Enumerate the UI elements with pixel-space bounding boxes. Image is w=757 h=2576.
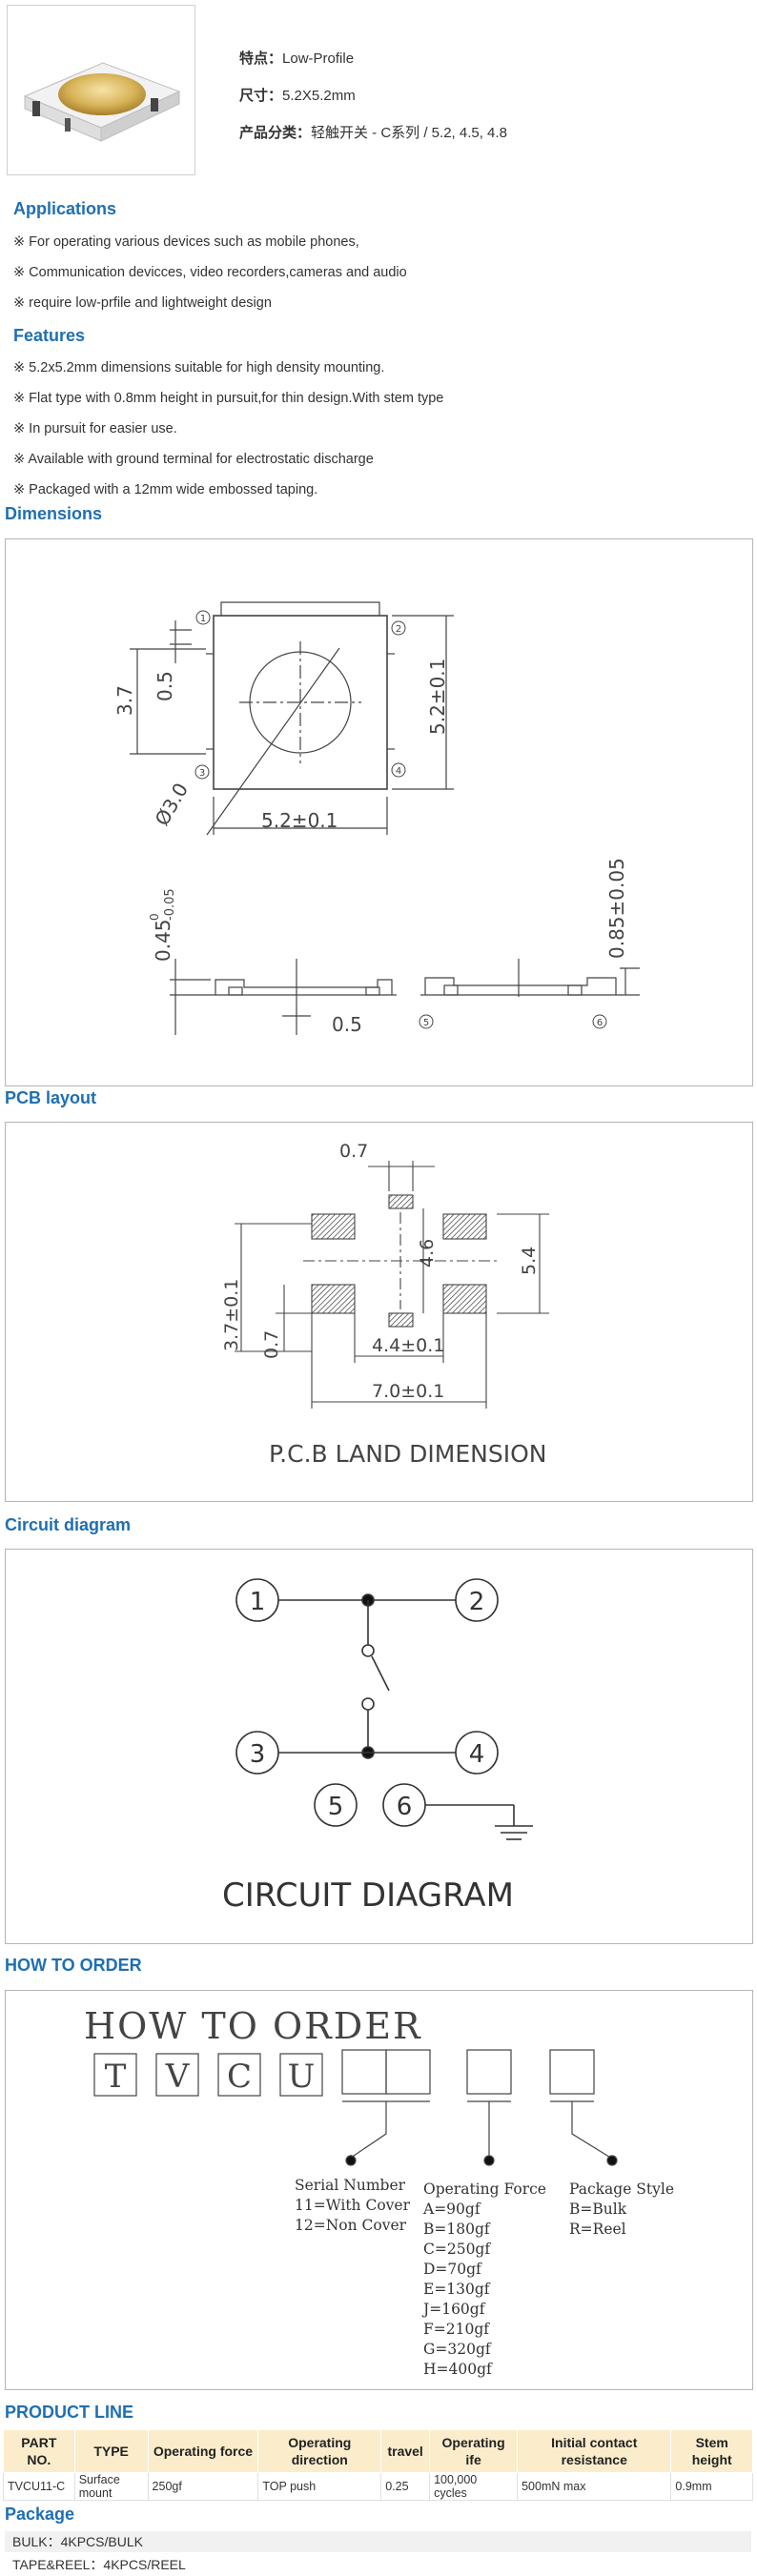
switch-photo <box>23 62 181 142</box>
circuit-caption: CIRCUIT DIAGRAM <box>222 1876 514 1915</box>
order-title: HOW TO ORDER <box>5 1956 142 1975</box>
table-row: TVCU11-C Surface mount 250gf TOP push 0.… <box>3 2472 753 2501</box>
pcb-drawing: 0.7 4.6 5.4 3.7±0.1 0.7 4.4±0.1 7.0±0.1 … <box>5 1122 753 1502</box>
application-item: ※ Communication devicces, video recorder… <box>13 265 407 280</box>
circuit-n6: 6 <box>397 1793 413 1821</box>
col-header: Operating direction <box>257 2429 382 2473</box>
serial-item: 11=With Cover <box>295 2197 411 2214</box>
circuit-n4: 4 <box>469 1740 485 1769</box>
application-item: ※ For operating various devices such as … <box>13 234 359 250</box>
product-line-header-row: PART NO. TYPE Operating force Operating … <box>3 2429 753 2473</box>
dim-gap-label: 0.5 <box>332 1013 362 1036</box>
features-title: Features <box>13 326 86 345</box>
cell-part-no: TVCU11-C <box>3 2472 75 2501</box>
feature-item: ※ 5.2x5.2mm dimensions suitable for high… <box>13 360 385 375</box>
product-image <box>7 5 195 175</box>
pcb-inner-label: 4.4±0.1 <box>372 1335 444 1356</box>
dim-width-label: 5.2±0.1 <box>261 809 338 832</box>
force-item: D=70gf <box>423 2261 482 2278</box>
pin-3-label: 3 <box>199 768 205 779</box>
dimensions-drawing: 5.2±0.1 5.2±0.1 3.7 0.5 Ø3.0 0.45 -0.05 … <box>5 538 753 1086</box>
force-item: J=160gf <box>421 2301 486 2318</box>
force-title: Operating Force <box>423 2180 546 2198</box>
circuit-n1: 1 <box>250 1588 266 1616</box>
dim-diameter-label: Ø3.0 <box>151 779 194 829</box>
pcb-top-label: 0.7 <box>339 1141 368 1162</box>
feature-item: ※ Available with ground terminal for ele… <box>13 452 374 467</box>
col-header: travel <box>380 2429 431 2473</box>
circuit-drawing: 1 2 3 4 5 6 CIRCUIT DIAGRAM <box>5 1549 753 1944</box>
serial-item: 12=Non Cover <box>295 2217 407 2234</box>
dim-pin-label: 0.5 <box>153 671 176 701</box>
pin-1-label: 1 <box>200 614 206 624</box>
dim-side-label: 3.7 <box>113 685 136 716</box>
spec-category: 产品分类：轻触开关 - C系列 / 5.2, 4.5, 4.8 <box>239 125 507 141</box>
pack-title: Package Style <box>569 2180 674 2198</box>
dim-thick-sub: -0.05 <box>163 888 177 921</box>
circuit-title: Circuit diagram <box>5 1515 132 1534</box>
dimensions-title: Dimensions <box>5 504 103 523</box>
pack-item: R=Reel <box>569 2221 626 2238</box>
spec-feature: 特点：Low-Profile <box>239 51 355 67</box>
pcb-title: PCB layout <box>5 1088 97 1107</box>
col-header: Operating ife <box>429 2429 519 2473</box>
pcb-mid-label: 4.6 <box>417 1239 438 1268</box>
pin-6-label: 6 <box>597 1018 603 1028</box>
pcb-left-label: 3.7±0.1 <box>221 1279 242 1351</box>
force-item: A=90gf <box>422 2201 481 2218</box>
cell-travel: 0.25 <box>380 2472 431 2501</box>
order-letter-t: T <box>105 2058 127 2096</box>
cell-life: 100,000 cycles <box>429 2472 519 2501</box>
product-line-title: PRODUCT LINE <box>5 2403 133 2422</box>
col-header: TYPE <box>73 2429 149 2473</box>
application-item: ※ require low-prfile and lightweight des… <box>13 295 272 311</box>
cell-type: Surface mount <box>73 2472 149 2501</box>
feature-item: ※ Packaged with a 12mm wide embossed tap… <box>13 482 318 497</box>
cell-stem-height: 0.9mm <box>670 2472 753 2501</box>
package-title: Package <box>5 2505 75 2524</box>
pin-2-label: 2 <box>396 624 401 635</box>
pcb-caption: P.C.B LAND DIMENSION <box>269 1440 546 1468</box>
pcb-left2-label: 0.7 <box>261 1330 282 1359</box>
package-item-reel: TAPE&REEL：4KPCS/REEL <box>5 2554 751 2575</box>
order-drawing: HOW TO ORDER T V C U Serial Number 11=Wi… <box>5 1990 753 2390</box>
order-heading: HOW TO ORDER <box>84 2005 422 2047</box>
circuit-n5: 5 <box>328 1793 344 1821</box>
col-header: Initial contact resistance <box>517 2429 672 2473</box>
feature-item: ※ Flat type with 0.8mm height in pursuit… <box>13 391 444 406</box>
pack-item: B=Bulk <box>569 2201 627 2218</box>
cell-force: 250gf <box>147 2472 259 2501</box>
circuit-n2: 2 <box>469 1588 485 1616</box>
dim-thick-label: 0.45 <box>152 919 174 962</box>
dim-stem-label: 0.85±0.05 <box>605 858 628 959</box>
feature-item: ※ In pursuit for easier use. <box>13 421 177 436</box>
dim-thick-sup: 0 <box>148 913 161 921</box>
circuit-n3: 3 <box>250 1740 266 1769</box>
serial-title: Serial Number <box>295 2177 406 2194</box>
order-letter-v: V <box>165 2058 191 2096</box>
cell-resistance: 500mN max <box>517 2472 672 2501</box>
pcb-outer-label: 7.0±0.1 <box>372 1381 444 1402</box>
package-item-bulk: BULK：4KPCS/BULK <box>5 2531 751 2552</box>
dim-height-label: 5.2±0.1 <box>426 659 449 735</box>
col-header: Stem height <box>670 2429 753 2473</box>
order-letter-u: U <box>288 2058 316 2096</box>
force-item: F=210gf <box>423 2321 490 2338</box>
pin-5-label: 5 <box>423 1018 429 1028</box>
product-line-table: PART NO. TYPE Operating force Operating … <box>3 2429 753 2501</box>
pin-4-label: 4 <box>396 766 401 777</box>
force-item: H=400gf <box>423 2361 493 2378</box>
force-item: B=180gf <box>423 2221 491 2238</box>
cell-direction: TOP push <box>257 2472 382 2501</box>
force-item: G=320gf <box>423 2341 492 2358</box>
applications-title: Applications <box>13 199 117 218</box>
pcb-right-label: 5.4 <box>519 1247 540 1275</box>
order-letter-c: C <box>227 2058 252 2096</box>
col-header: PART NO. <box>3 2429 75 2473</box>
force-item: E=130gf <box>423 2281 491 2298</box>
spec-size: 尺寸：5.2X5.2mm <box>239 88 356 104</box>
col-header: Operating force <box>147 2429 259 2473</box>
force-item: C=250gf <box>423 2241 491 2258</box>
